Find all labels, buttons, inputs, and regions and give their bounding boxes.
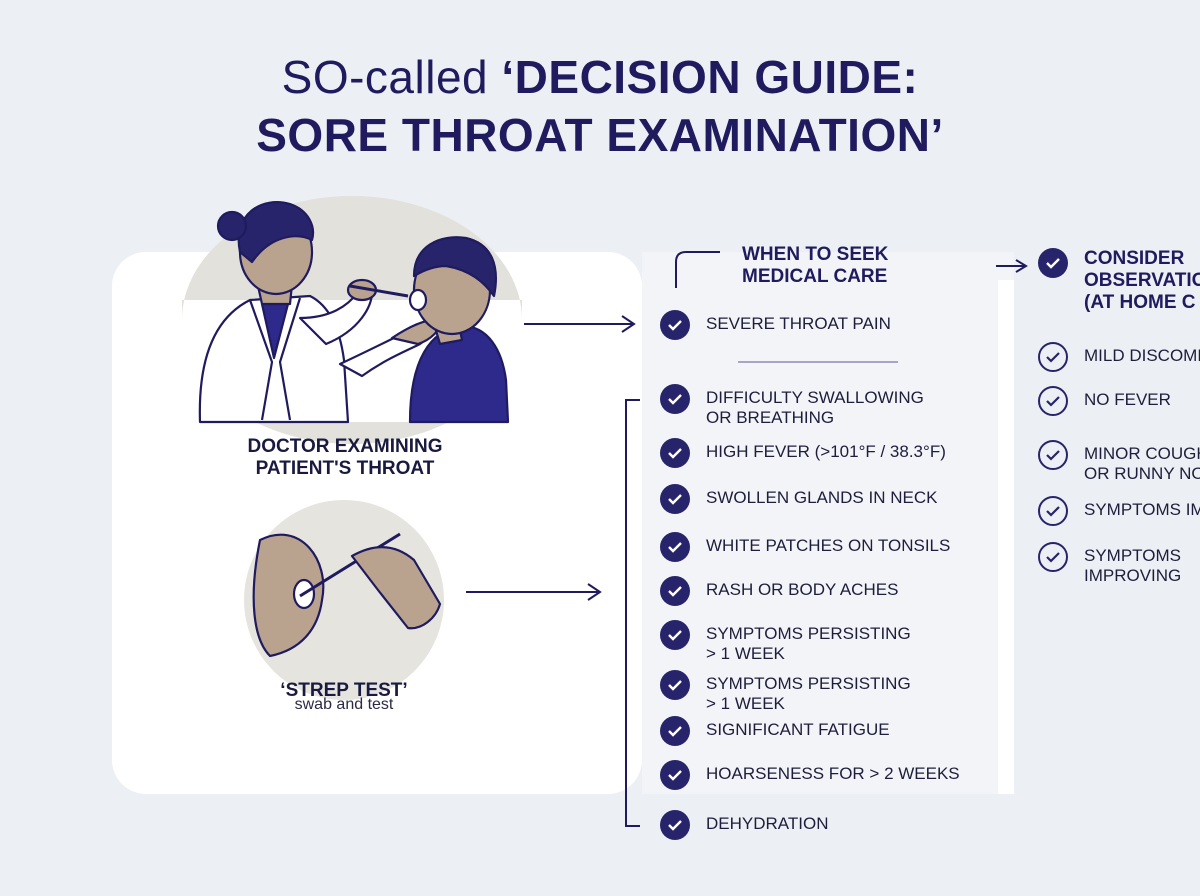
seek-care-item-label: SYMPTOMS PERSISTING > 1 WEEK — [706, 674, 911, 713]
check-icon — [660, 810, 690, 840]
seek-care-panel — [642, 252, 1014, 794]
observation-item: NO FEVER — [1038, 386, 1200, 416]
check-outline-icon — [1038, 440, 1068, 470]
seek-care-item-label: HOARSENESS FOR > 2 WEEKS — [706, 764, 960, 783]
check-outline-icon — [1038, 386, 1068, 416]
seek-care-item-label: SIGNIFICANT FATIGUE — [706, 720, 890, 739]
title-prefix: SO-called — [281, 51, 502, 103]
observation-item: SYMPTOMS IM — [1038, 496, 1200, 526]
title-line-1: ‘DECISION GUIDE: — [501, 51, 919, 103]
strep-figures — [252, 532, 442, 658]
doctor-caption: DOCTOR EXAMINING PATIENT'S THROAT — [247, 436, 443, 479]
strep-test-caption: ‘STREP TEST’ — [280, 680, 408, 701]
seek-care-item: SYMPTOMS PERSISTING > 1 WEEK — [660, 670, 911, 714]
check-icon — [660, 716, 690, 746]
observation-item-label: NO FEVER — [1084, 390, 1171, 409]
observation-item-label: SYMPTOMS IMPROVING — [1084, 546, 1182, 585]
seek-care-item: SIGNIFICANT FATIGUE — [660, 716, 890, 746]
seek-care-item-label: RASH OR BODY ACHES — [706, 580, 899, 599]
check-icon — [660, 438, 690, 468]
seek-care-item: RASH OR BODY ACHES — [660, 576, 898, 606]
title-line-2: SORE THROAT EXAMINATION’ — [256, 109, 944, 161]
observation-item-label: MILD DISCOMF — [1084, 346, 1200, 365]
observation-item-label: MINOR COUGH OR RUNNY NO — [1084, 444, 1200, 483]
check-icon — [660, 484, 690, 514]
seek-care-item: DIFFICULTY SWALLOWING OR BREATHING — [660, 384, 924, 428]
observation-item: SYMPTOMS IMPROVING — [1038, 542, 1200, 586]
page-title: SO-called ‘DECISION GUIDE: SORE THROAT E… — [0, 48, 1200, 164]
check-icon — [660, 620, 690, 650]
seek-care-item: SEVERE THROAT PAIN — [660, 310, 891, 340]
column-divider — [998, 280, 1014, 794]
check-icon — [660, 670, 690, 700]
check-icon — [1038, 248, 1068, 278]
seek-care-item-label: SYMPTOMS PERSISTING > 1 WEEK — [706, 624, 911, 663]
observation-item: MINOR COUGH OR RUNNY NO — [1038, 440, 1200, 484]
seek-care-item-label: SWOLLEN GLANDS IN NECK — [706, 488, 938, 507]
seek-care-item-label: DEHYDRATION — [706, 814, 829, 833]
seek-care-item-label: HIGH FEVER (>101°F / 38.3°F) — [706, 442, 946, 461]
connector-arrows — [466, 251, 1028, 827]
seek-care-item-label: DIFFICULTY SWALLOWING OR BREATHING — [706, 388, 924, 427]
check-icon — [660, 384, 690, 414]
check-icon — [660, 760, 690, 790]
seek-care-item: SWOLLEN GLANDS IN NECK — [660, 484, 937, 514]
seek-care-item: HOARSENESS FOR > 2 WEEKS — [660, 760, 960, 790]
check-icon — [660, 576, 690, 606]
observation-item-label: SYMPTOMS IM — [1084, 500, 1200, 519]
seek-care-heading: WHEN TO SEEK MEDICAL CARE — [742, 244, 889, 287]
seek-care-item-label: SEVERE THROAT PAIN — [706, 314, 891, 333]
observation-item: MILD DISCOMF — [1038, 342, 1200, 372]
check-icon — [660, 310, 690, 340]
seek-care-item: DEHYDRATION — [660, 810, 828, 840]
seek-care-item-label: WHITE PATCHES ON TONSILS — [706, 536, 951, 555]
check-outline-icon — [1038, 496, 1068, 526]
observation-heading-row: CONSIDER OBSERVATIO (AT HOME C — [1038, 248, 1200, 314]
doctor-figure — [198, 201, 442, 424]
seek-care-item: HIGH FEVER (>101°F / 38.3°F) — [660, 438, 946, 468]
seek-care-item: WHITE PATCHES ON TONSILS — [660, 532, 950, 562]
check-icon — [660, 532, 690, 562]
check-outline-icon — [1038, 342, 1068, 372]
check-outline-icon — [1038, 542, 1068, 572]
patient-figure — [408, 236, 510, 424]
seek-care-item: SYMPTOMS PERSISTING > 1 WEEK — [660, 620, 911, 664]
strep-test-subcaption: swab and test — [294, 696, 394, 713]
observation-heading: CONSIDER OBSERVATIO (AT HOME C — [1084, 248, 1200, 313]
